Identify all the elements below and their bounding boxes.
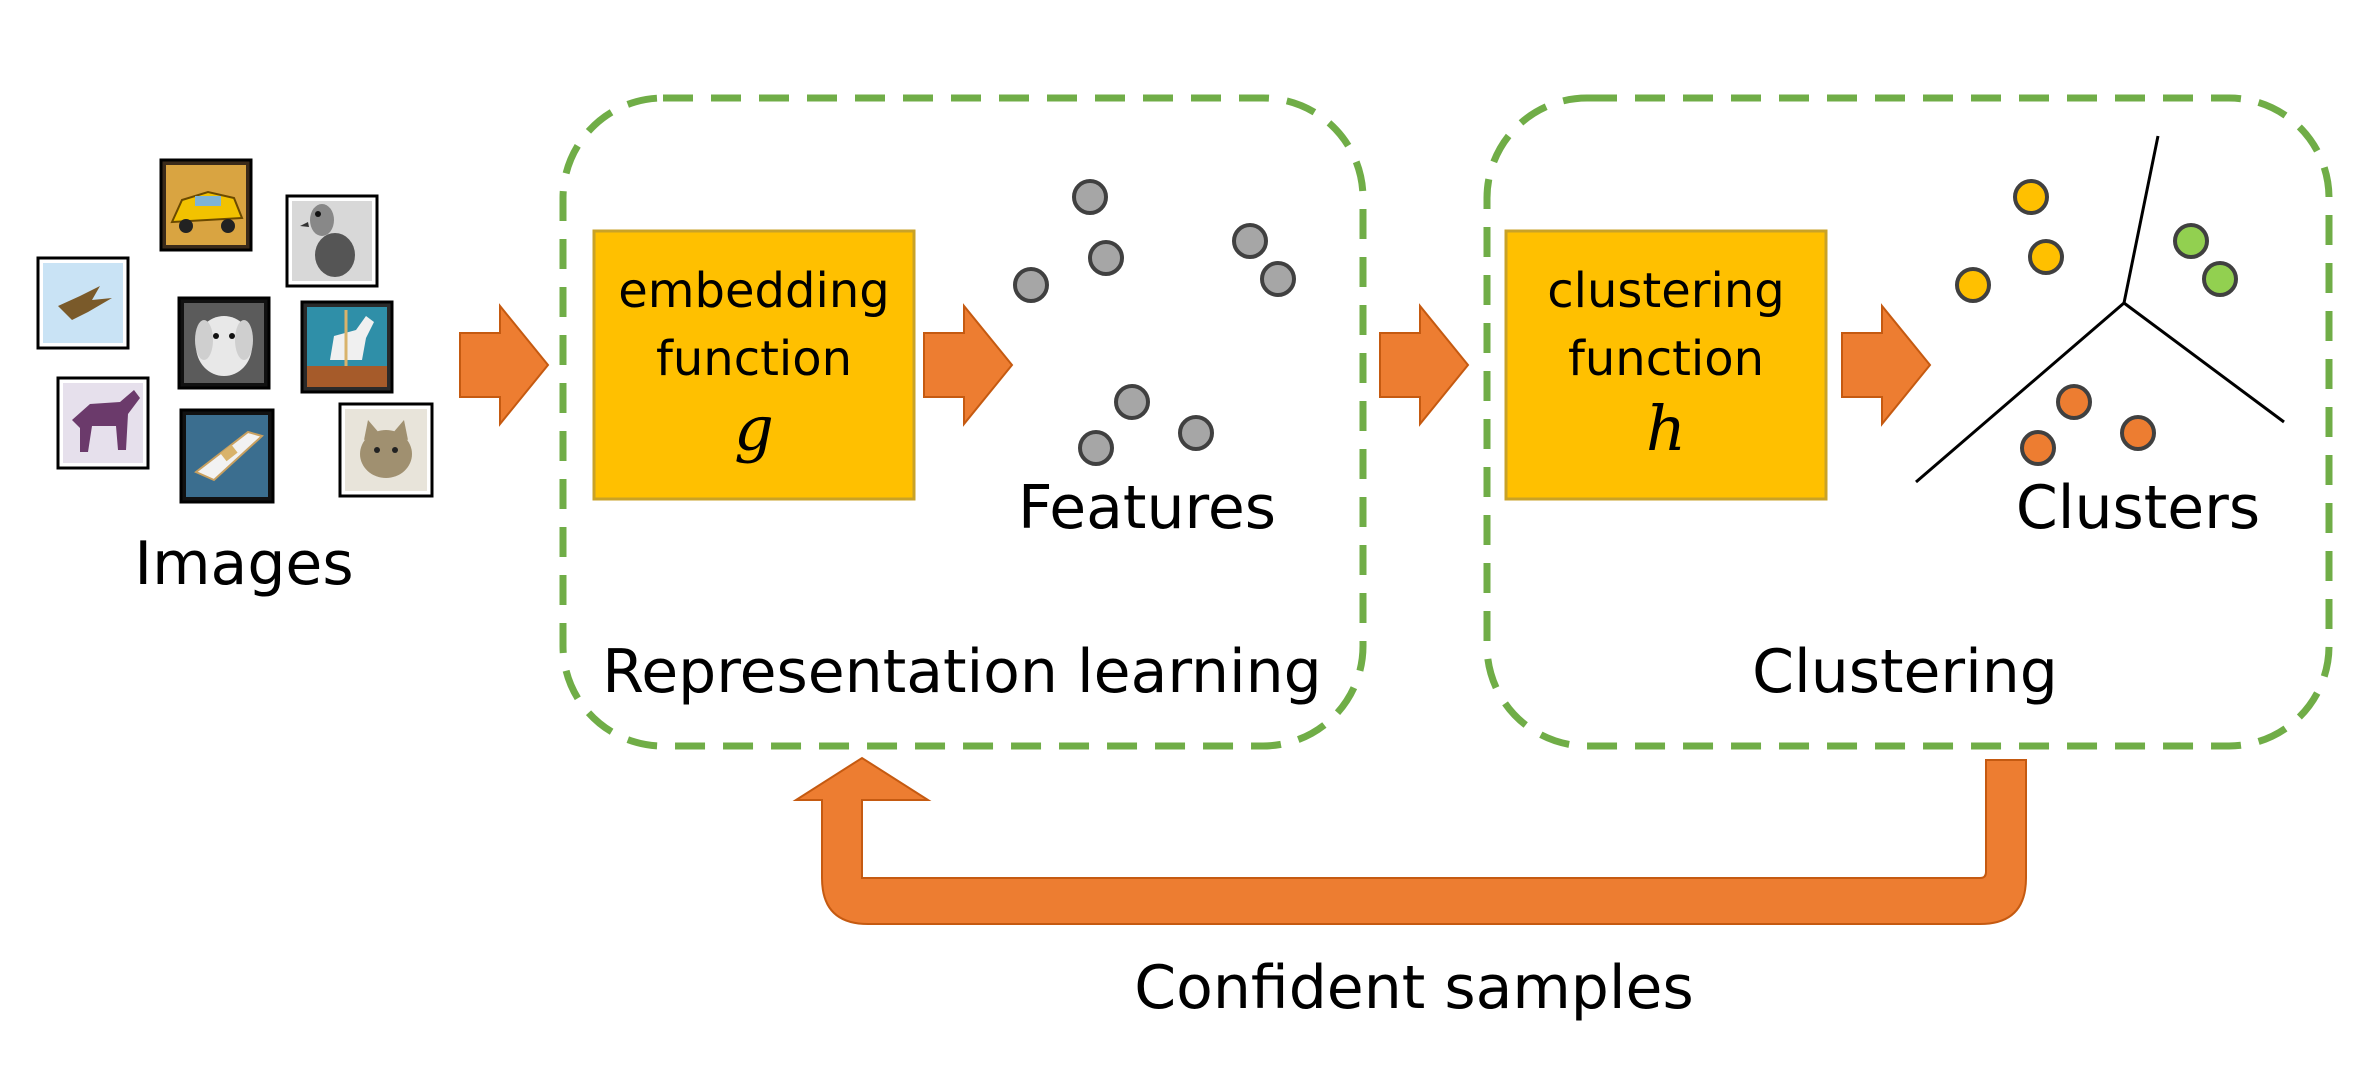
clustering-function-box (1504, 229, 1828, 501)
cluster-points-orange (2020, 384, 2156, 466)
clustering-symbol: h (1646, 392, 1686, 465)
arrow-images-to-representation (459, 303, 550, 427)
thumb-ostrich (285, 194, 379, 288)
thumb-horse-statue (300, 300, 394, 394)
representation-stage-label: Representation learning (602, 637, 1322, 707)
thumb-horse (56, 376, 150, 470)
cluster-points-yellow (1955, 179, 2064, 303)
clustering-box-line2: function (1568, 331, 1764, 387)
feature-point (1260, 261, 1296, 297)
cluster-point (2020, 430, 2056, 466)
embedding-function-box (592, 229, 916, 501)
thumb-cat (338, 402, 434, 498)
arrow-representation-to-clustering (1379, 303, 1470, 427)
clusters-label: Clusters (2016, 473, 2260, 543)
cluster-boundaries (1915, 135, 2285, 484)
embedding-box-line2: function (656, 331, 852, 387)
forward-arrows (459, 303, 1932, 427)
cluster-point (2120, 415, 2156, 451)
thumb-bird (36, 256, 130, 350)
feature-point (1178, 415, 1214, 451)
arrow-clustering-to-clusters (1841, 303, 1932, 427)
cluster-point (2056, 384, 2092, 420)
cluster-point (2028, 239, 2064, 275)
thumb-dog (177, 296, 271, 390)
features-label: Features (1018, 473, 1276, 543)
feature-point (1088, 240, 1124, 276)
feature-point (1072, 179, 1108, 215)
feedback-arrow (792, 756, 2027, 925)
arrow-embedding-to-features (923, 303, 1014, 427)
representation-stage: embedding function g Features Representa… (559, 94, 1367, 750)
boundary-line (2122, 135, 2160, 304)
clustering-stage-label: Clustering (1752, 637, 2058, 707)
cluster-point (1955, 267, 1991, 303)
boundary-line (2123, 301, 2285, 424)
clustering-box-line1: clustering (1547, 263, 1784, 319)
feature-point (1078, 430, 1114, 466)
boundary-line (1915, 301, 2125, 484)
cluster-point (2173, 223, 2209, 259)
embedding-symbol: g (734, 392, 774, 465)
representation-dashed-border (559, 94, 1367, 750)
clustering-dashed-border (1483, 94, 2333, 750)
cluster-point (2013, 179, 2049, 215)
clustering-stage: clustering function h Clusters Clusterin… (1483, 94, 2333, 750)
feature-point (1232, 223, 1268, 259)
feature-point (1013, 267, 1049, 303)
feature-point (1114, 384, 1150, 420)
image-thumbnails (36, 158, 434, 504)
thumb-car (159, 158, 253, 252)
embedding-box-line1: embedding (618, 263, 889, 319)
cluster-points-green (2173, 223, 2238, 297)
thumb-boat (179, 408, 275, 504)
feedback-label: Confident samples (1134, 953, 1693, 1023)
images-label: Images (134, 529, 353, 599)
feature-points (1013, 179, 1296, 466)
cluster-point (2202, 261, 2238, 297)
